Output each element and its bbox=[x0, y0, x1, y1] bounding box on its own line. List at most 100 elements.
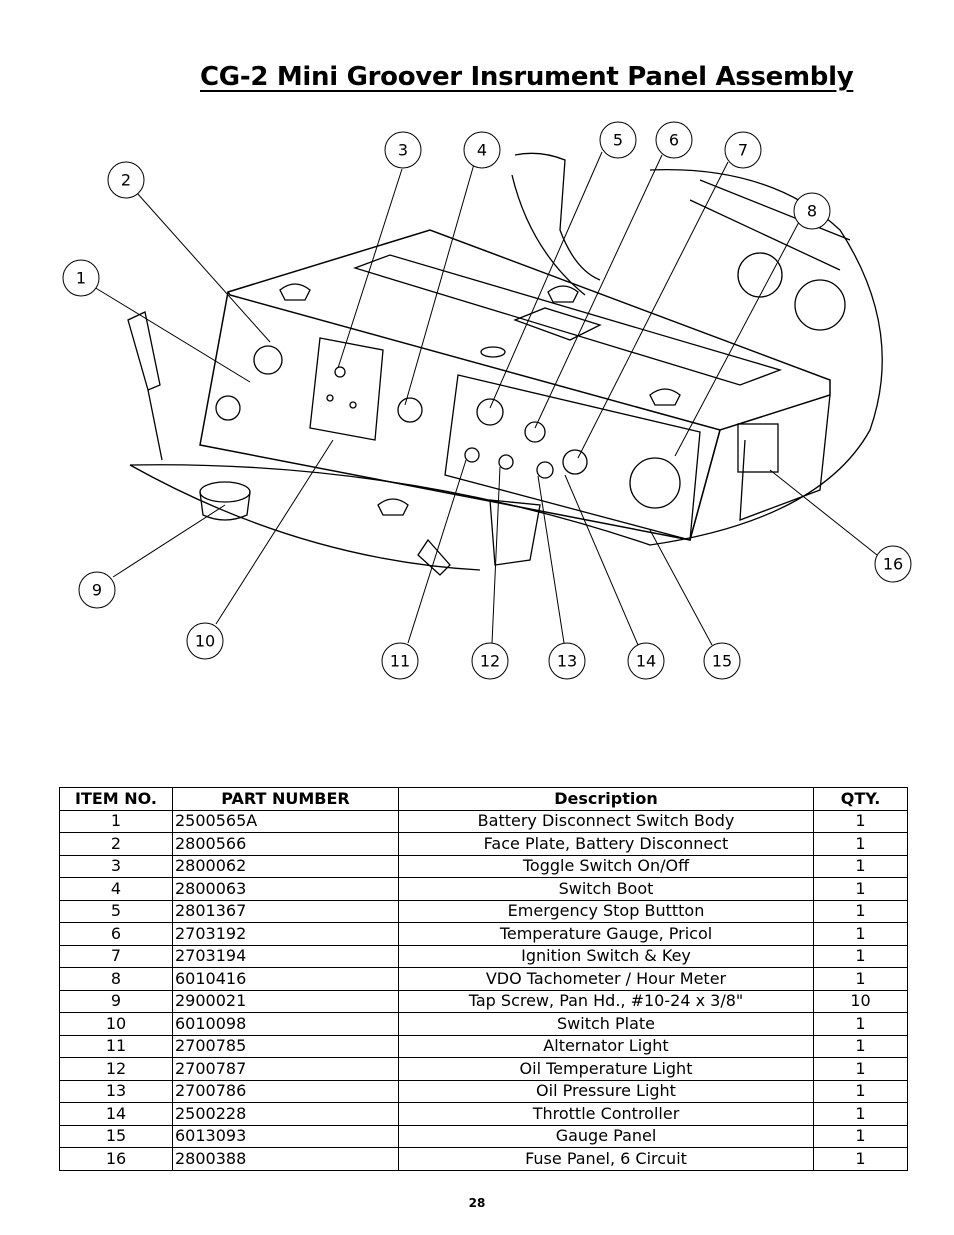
callout-9: 9 bbox=[78, 571, 116, 609]
svg-text:13: 13 bbox=[557, 652, 577, 671]
item-no-cell: 14 bbox=[59, 1102, 173, 1126]
part-number-cell: 2800063 bbox=[172, 877, 399, 901]
callout-14: 14 bbox=[627, 642, 665, 680]
callout-4: 4 bbox=[463, 131, 501, 169]
qty-cell: 1 bbox=[813, 1102, 908, 1126]
item-no-cell: 15 bbox=[59, 1124, 173, 1148]
callout-2: 2 bbox=[107, 161, 145, 199]
part-number-cell: 6010416 bbox=[172, 967, 399, 991]
svg-text:8: 8 bbox=[807, 202, 817, 221]
svg-text:10: 10 bbox=[195, 632, 215, 651]
qty-cell: 1 bbox=[813, 1124, 908, 1148]
svg-text:5: 5 bbox=[613, 131, 623, 150]
qty-cell: 1 bbox=[813, 1079, 908, 1103]
description-cell: Gauge Panel bbox=[398, 1124, 814, 1148]
item-no-cell: 2 bbox=[59, 832, 173, 856]
description-cell: Fuse Panel, 6 Circuit bbox=[398, 1147, 814, 1171]
item-no-cell: 11 bbox=[59, 1034, 173, 1058]
description-cell: Ignition Switch & Key bbox=[398, 944, 814, 968]
item-no-cell: 9 bbox=[59, 989, 173, 1013]
qty-cell: 1 bbox=[813, 1012, 908, 1036]
description-cell: Switch Plate bbox=[398, 1012, 814, 1036]
header-item-no: ITEM NO. bbox=[59, 787, 173, 811]
item-no-cell: 1 bbox=[59, 809, 173, 833]
part-number-cell: 2703194 bbox=[172, 944, 399, 968]
description-cell: Oil Pressure Light bbox=[398, 1079, 814, 1103]
description-cell: Alternator Light bbox=[398, 1034, 814, 1058]
svg-text:12: 12 bbox=[480, 652, 500, 671]
svg-text:7: 7 bbox=[738, 141, 748, 160]
qty-cell: 1 bbox=[813, 967, 908, 991]
part-number-cell: 2500228 bbox=[172, 1102, 399, 1126]
description-cell: Emergency Stop Buttton bbox=[398, 899, 814, 923]
svg-text:11: 11 bbox=[390, 652, 410, 671]
description-cell: Switch Boot bbox=[398, 877, 814, 901]
svg-text:2: 2 bbox=[121, 171, 131, 190]
page-title: CG-2 Mini Groover Insrument Panel Assemb… bbox=[200, 62, 854, 92]
item-no-cell: 16 bbox=[59, 1147, 173, 1171]
assembly-diagram: 1 2 3 4 5 6 7 8 9 10 11 12 13 14 15 16 bbox=[62, 121, 912, 680]
qty-cell: 1 bbox=[813, 1057, 908, 1081]
description-cell: Oil Temperature Light bbox=[398, 1057, 814, 1081]
callout-6: 6 bbox=[655, 121, 693, 159]
assembly-drawing bbox=[127, 152, 883, 576]
item-no-cell: 5 bbox=[59, 899, 173, 923]
part-number-cell: 2800388 bbox=[172, 1147, 399, 1171]
description-cell: Temperature Gauge, Pricol bbox=[398, 922, 814, 946]
qty-cell: 1 bbox=[813, 922, 908, 946]
qty-cell: 1 bbox=[813, 899, 908, 923]
qty-cell: 1 bbox=[813, 1034, 908, 1058]
item-no-cell: 12 bbox=[59, 1057, 173, 1081]
callout-3: 3 bbox=[384, 131, 422, 169]
item-no-cell: 6 bbox=[59, 922, 173, 946]
svg-text:15: 15 bbox=[712, 652, 732, 671]
item-no-cell: 7 bbox=[59, 944, 173, 968]
callout-1: 1 bbox=[62, 259, 100, 297]
part-number-cell: 2700787 bbox=[172, 1057, 399, 1081]
qty-cell: 1 bbox=[813, 877, 908, 901]
part-number-cell: 2900021 bbox=[172, 989, 399, 1013]
qty-cell: 1 bbox=[813, 944, 908, 968]
item-no-cell: 3 bbox=[59, 854, 173, 878]
description-cell: Tap Screw, Pan Hd., #10-24 x 3/8" bbox=[398, 989, 814, 1013]
callout-7: 7 bbox=[724, 131, 762, 169]
item-no-cell: 4 bbox=[59, 877, 173, 901]
qty-cell: 1 bbox=[813, 1147, 908, 1171]
part-number-cell: 2800062 bbox=[172, 854, 399, 878]
svg-text:14: 14 bbox=[636, 652, 656, 671]
svg-text:16: 16 bbox=[883, 555, 903, 574]
callout-8: 8 bbox=[793, 192, 831, 230]
item-no-cell: 13 bbox=[59, 1079, 173, 1103]
header-description: Description bbox=[398, 787, 814, 811]
callout-5: 5 bbox=[599, 121, 637, 159]
part-number-cell: 2700786 bbox=[172, 1079, 399, 1103]
callout-16: 16 bbox=[874, 545, 912, 583]
item-no-cell: 10 bbox=[59, 1012, 173, 1036]
callout-11: 11 bbox=[381, 642, 419, 680]
header-qty: QTY. bbox=[813, 787, 908, 811]
description-cell: Toggle Switch On/Off bbox=[398, 854, 814, 878]
part-number-cell: 6013093 bbox=[172, 1124, 399, 1148]
svg-text:6: 6 bbox=[669, 131, 679, 150]
svg-text:1: 1 bbox=[76, 269, 86, 288]
callout-13: 13 bbox=[548, 642, 586, 680]
table-header-row: ITEM NO. PART NUMBER Description QTY. bbox=[59, 787, 908, 811]
item-no-cell: 8 bbox=[59, 967, 173, 991]
svg-text:4: 4 bbox=[477, 141, 487, 160]
svg-text:3: 3 bbox=[398, 141, 408, 160]
callout-10: 10 bbox=[186, 622, 224, 660]
